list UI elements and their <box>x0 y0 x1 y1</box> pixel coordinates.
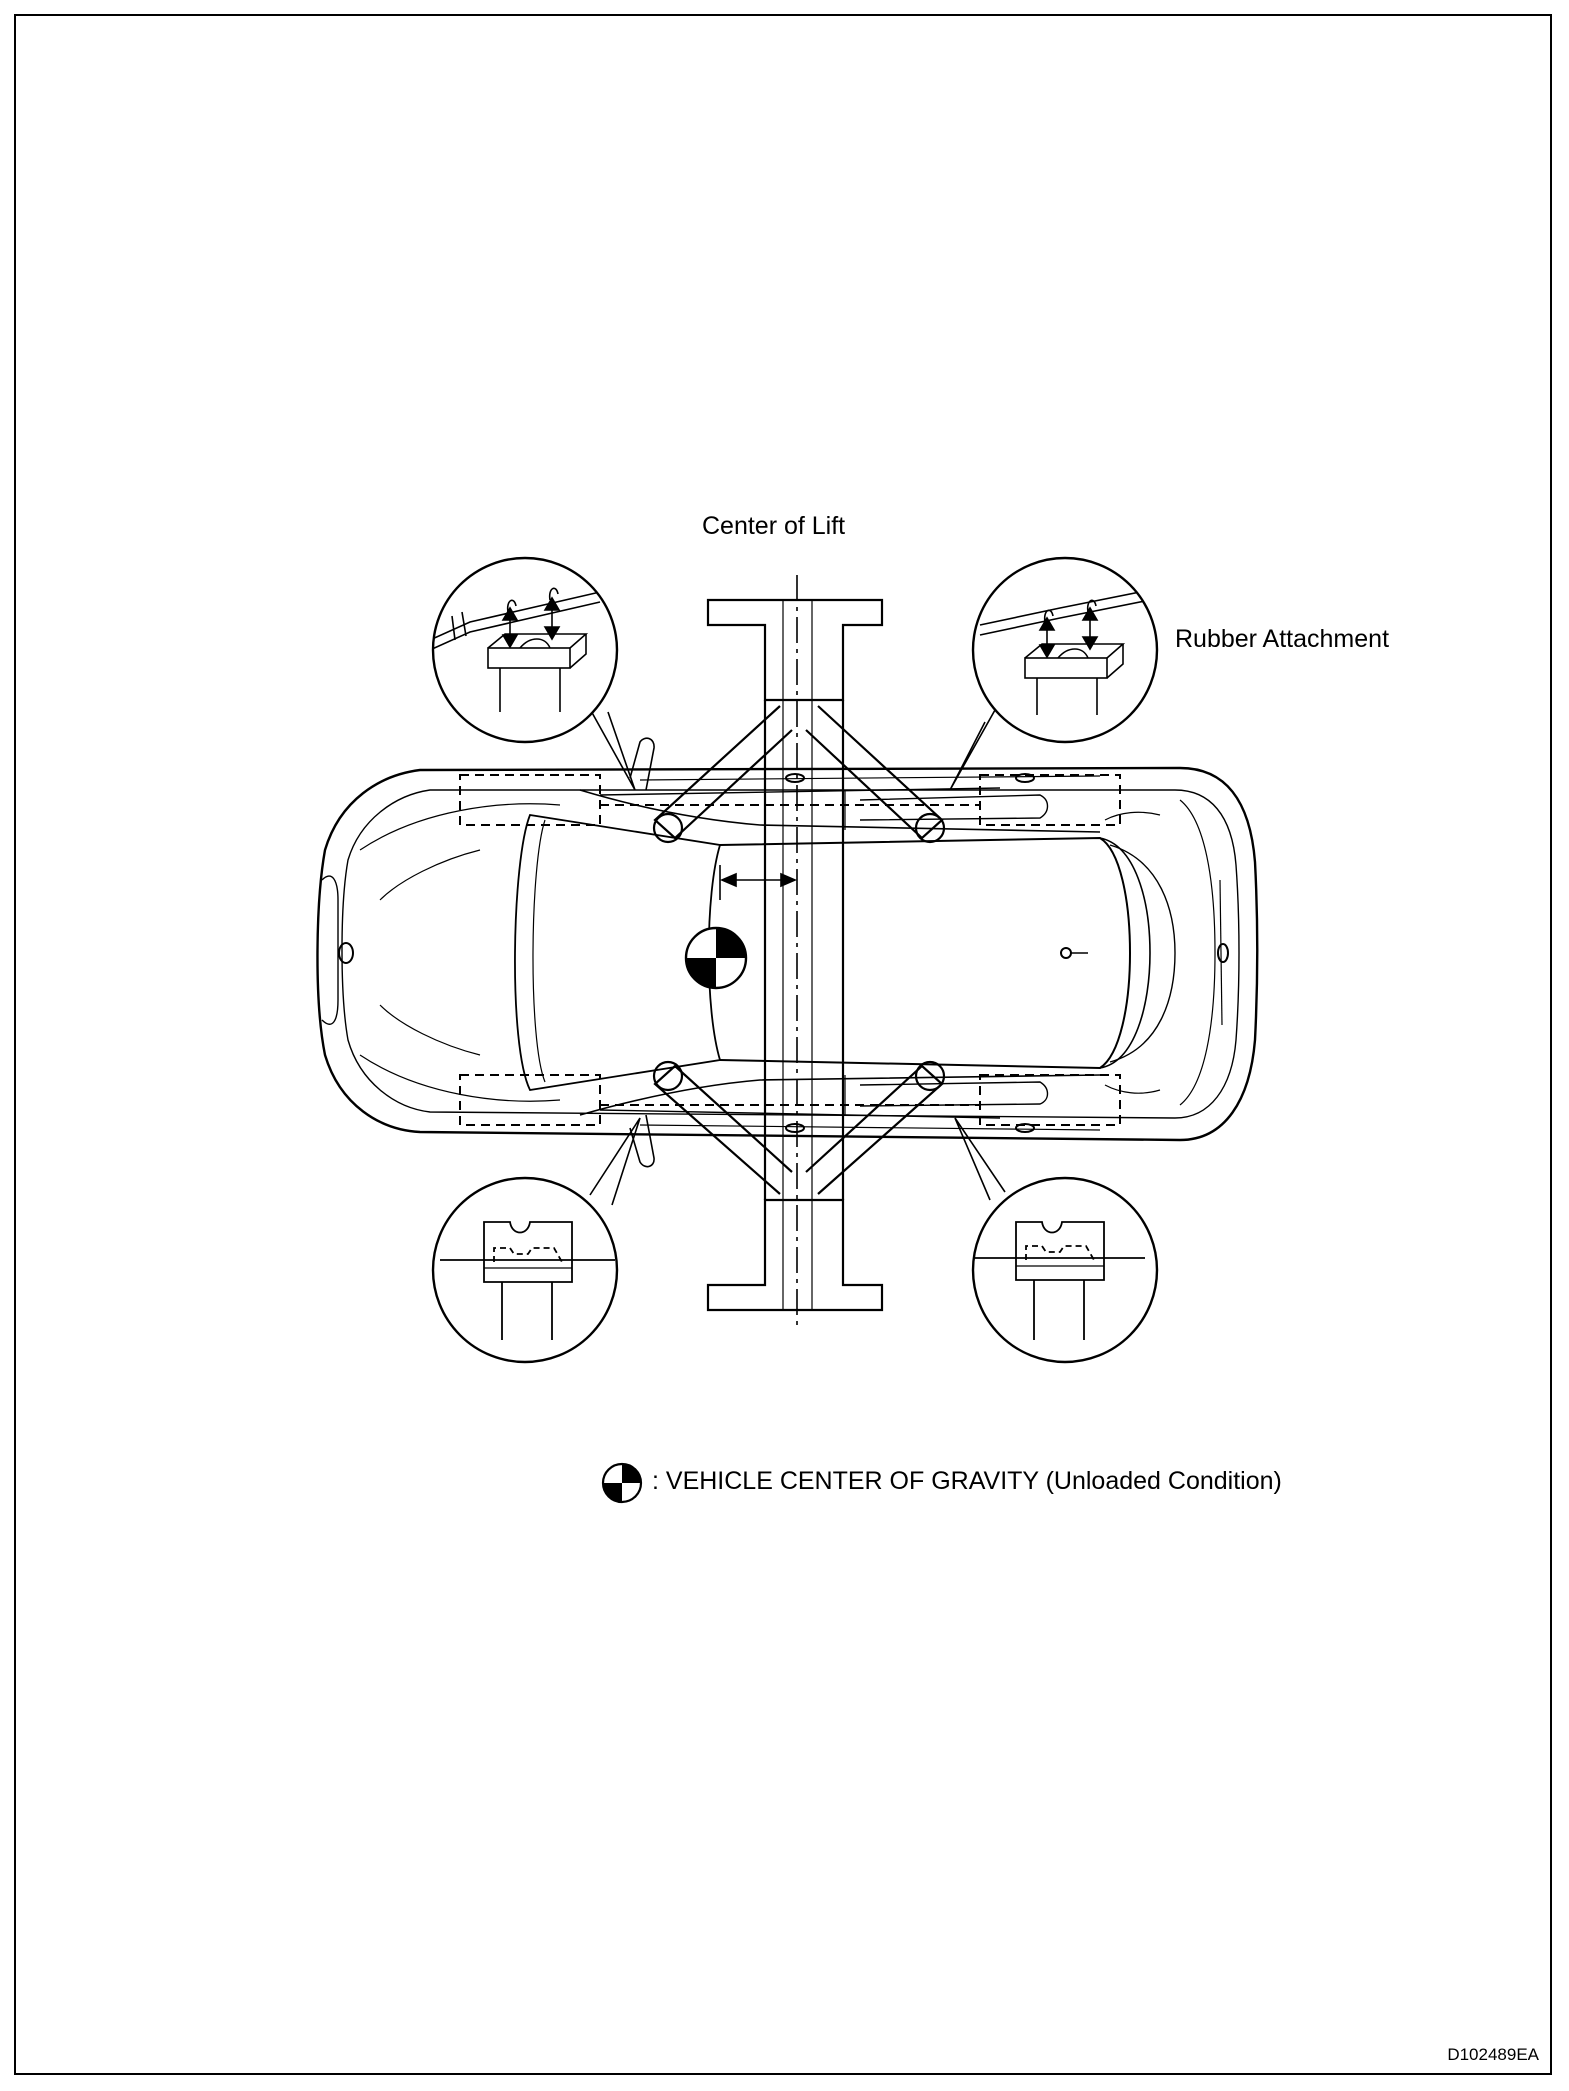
figure-frame <box>14 14 1552 2075</box>
figure-code: D102489EA <box>1447 2045 1539 2064</box>
rubber-attachment-label: Rubber Attachment <box>1175 625 1390 653</box>
lift-pad-detail-rear <box>971 1176 1159 1364</box>
legend-center-of-gravity-icon <box>601 1462 643 1504</box>
rubber-attachment-detail-front <box>431 556 619 744</box>
center-of-gravity-icon <box>684 926 748 990</box>
offset-dimension <box>719 865 798 900</box>
rubber-attachment-detail-rear <box>971 556 1159 744</box>
lift-pad-areas <box>459 774 1121 1126</box>
callout-leaders <box>584 699 1006 1206</box>
center-of-lift-label: Center of Lift <box>702 512 846 540</box>
legend-text: : VEHICLE CENTER OF GRAVITY (Unloaded Co… <box>652 1467 1282 1495</box>
lift-pad-detail-front <box>431 1176 619 1364</box>
vehicle-top-view <box>316 737 1259 1168</box>
